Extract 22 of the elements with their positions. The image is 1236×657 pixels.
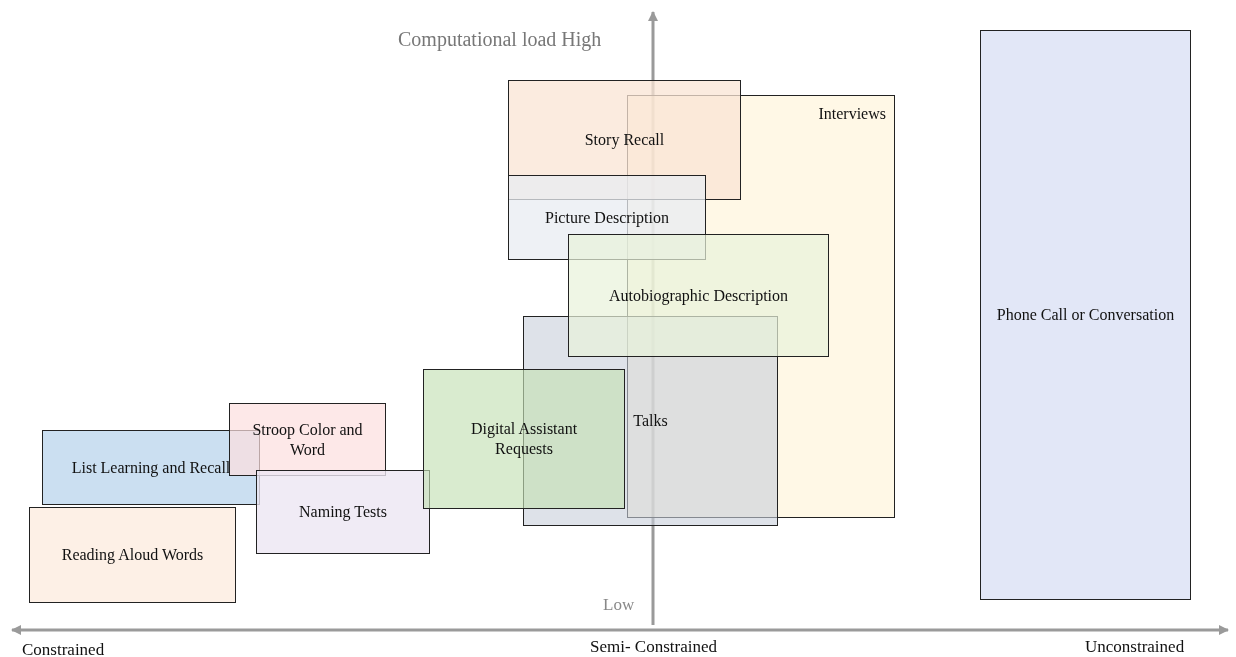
task-box — [229, 403, 386, 476]
axis-label: Computational load High — [398, 28, 602, 51]
task-box — [980, 30, 1191, 600]
task-box — [29, 507, 236, 603]
task-label: Reading Aloud Words — [61, 545, 204, 565]
task-label: Phone Call or Conversation — [996, 305, 1175, 325]
task-box — [423, 369, 625, 509]
task-label: Stroop Color and Word — [251, 419, 364, 460]
task-label: Picture Description — [545, 207, 669, 228]
task-label: List Learning and Recall — [71, 457, 231, 478]
axis-label: Low — [603, 595, 635, 615]
task-label: Autobiographic Description — [608, 285, 789, 306]
task-label: Digital Assistant Requests — [469, 419, 579, 459]
axis-label: Unconstrained — [1085, 637, 1185, 657]
task-box — [568, 234, 829, 357]
axis-label: Constrained — [22, 640, 105, 657]
task-label: Naming Tests — [299, 502, 387, 522]
task-label: Talks — [633, 411, 668, 431]
task-label: Interviews — [818, 104, 886, 124]
task-label: Story Recall — [584, 130, 665, 150]
axis-label: Semi- Constrained — [590, 637, 717, 657]
task-box — [256, 470, 430, 554]
